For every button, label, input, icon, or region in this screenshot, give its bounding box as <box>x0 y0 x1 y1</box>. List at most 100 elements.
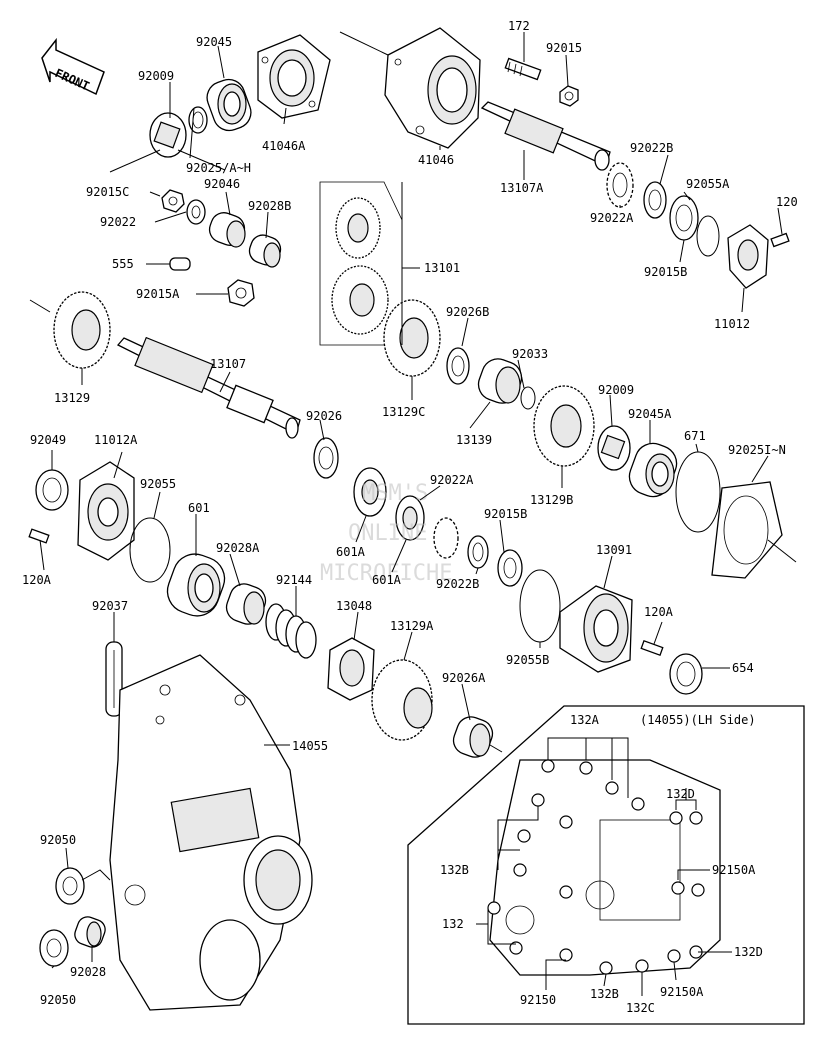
label-92015b-mid: 92015B <box>484 507 527 521</box>
label-654: 654 <box>732 661 754 675</box>
nut-92015c <box>161 189 185 213</box>
seal-654 <box>669 653 703 695</box>
label-172: 172 <box>508 19 530 33</box>
label-132d-bot: 132D <box>734 945 763 959</box>
label-92033: 92033 <box>512 347 548 361</box>
label-92009-top: 92009 <box>138 69 174 83</box>
label-13129a: 13129A <box>390 619 434 633</box>
label-92015: 92015 <box>546 41 582 55</box>
leader-lines <box>39 32 783 996</box>
label-41046: 41046 <box>418 153 454 167</box>
bolt-120a-right <box>640 639 664 657</box>
label-92009-mid: 92009 <box>598 383 634 397</box>
label-132b-left: 132B <box>440 863 469 877</box>
seal-92009-mid <box>597 425 631 471</box>
label-132: 132 <box>442 917 464 931</box>
sleeve-13139 <box>477 358 523 404</box>
seal-92049 <box>35 469 69 511</box>
label-92015c: 92015C <box>86 185 129 199</box>
label-92050-top: 92050 <box>40 833 76 847</box>
gear-13129 <box>53 291 111 369</box>
label-92055: 92055 <box>140 477 176 491</box>
label-92026a: 92026A <box>442 671 486 685</box>
seal-92009-top <box>149 112 187 158</box>
label-92015a: 92015A <box>136 287 180 301</box>
label-92150: 92150 <box>520 993 556 1007</box>
label-11012: 11012 <box>714 317 750 331</box>
washer-92022 <box>186 199 206 225</box>
label-601: 601 <box>188 501 210 515</box>
label-92015b-top: 92015B <box>644 265 687 279</box>
label-132a: 132A <box>570 713 600 727</box>
gear-13129b <box>533 385 595 467</box>
gear-13129c <box>383 299 441 377</box>
watermark-line-2: ONLINE <box>348 521 427 546</box>
label-92022b-top: 92022B <box>630 141 673 155</box>
shaft-13107 <box>116 336 301 439</box>
label-92045: 92045 <box>196 35 232 49</box>
label-92150a-bot: 92150A <box>660 985 704 999</box>
label-671: 671 <box>684 429 706 443</box>
collar-92028a <box>225 583 267 625</box>
label-92150a-right: 92150A <box>712 863 756 877</box>
label-13107: 13107 <box>210 357 246 371</box>
nut-92015a <box>227 279 255 307</box>
washer-92026a <box>452 716 494 758</box>
label-13129: 13129 <box>54 391 90 405</box>
washer-92022b-top <box>643 181 667 219</box>
label-92026b: 92026B <box>446 305 489 319</box>
label-13048: 13048 <box>336 599 372 613</box>
cover-11012 <box>727 224 769 289</box>
shaft-13107a <box>480 101 611 171</box>
pin-172 <box>504 57 542 81</box>
oring-671 <box>675 451 721 533</box>
collar-92028 <box>74 916 106 948</box>
label-92022b-mid: 92022B <box>436 577 479 591</box>
label-11012a: 11012A <box>94 433 138 447</box>
label-13129c: 13129C <box>382 405 425 419</box>
oring-92055b <box>519 569 561 643</box>
bearing-601a-1 <box>353 467 387 517</box>
collar-92028b <box>248 234 282 268</box>
case-13091 <box>559 585 633 673</box>
inset-title: (14055)(LH Side) <box>640 713 756 727</box>
label-555: 555 <box>112 257 134 271</box>
dog-13048 <box>327 637 375 701</box>
label-13101: 13101 <box>424 261 460 275</box>
inset-labels: (14055)(LH Side) 132A 132D 132B 92150A 1… <box>440 713 763 1015</box>
housing-41046 <box>384 27 481 149</box>
label-13091: 13091 <box>596 543 632 557</box>
label-132b-bot: 132B <box>590 987 619 1001</box>
label-13129b: 13129B <box>530 493 573 507</box>
label-92055b: 92055B <box>506 653 549 667</box>
nut-92015b-mid <box>497 549 523 587</box>
label-132c: 132C <box>626 1001 655 1015</box>
spring-92144 <box>265 603 317 659</box>
cover-11012a <box>77 461 135 561</box>
circlip-92033 <box>520 386 536 410</box>
bolt-120 <box>770 232 790 248</box>
washer-92026b <box>446 347 470 385</box>
nut-92015 <box>559 85 579 107</box>
bearing-601a-2 <box>395 495 425 541</box>
label-120a-left: 120A <box>22 573 52 587</box>
label-132d-top: 132D <box>666 787 695 801</box>
collar-92025 <box>188 106 208 134</box>
lockwasher-92022a-mid <box>433 517 459 559</box>
watermark: MSM'S ONLINE MICROFICHE <box>320 481 452 586</box>
oring-92055 <box>129 517 171 583</box>
label-13139: 13139 <box>456 433 492 447</box>
bearing-92045 <box>206 78 252 132</box>
watermark-line-3: MICROFICHE <box>320 561 452 586</box>
label-92028b: 92028B <box>248 199 291 213</box>
pin-555 <box>169 257 191 271</box>
label-92028: 92028 <box>70 965 106 979</box>
label-13107a: 13107A <box>500 181 544 195</box>
label-41046a: 41046A <box>262 139 306 153</box>
label-92026: 92026 <box>306 409 342 423</box>
label-120a-right: 120A <box>644 605 674 619</box>
label-92025in: 92025I~N <box>728 443 786 457</box>
washer-92026 <box>313 437 339 479</box>
